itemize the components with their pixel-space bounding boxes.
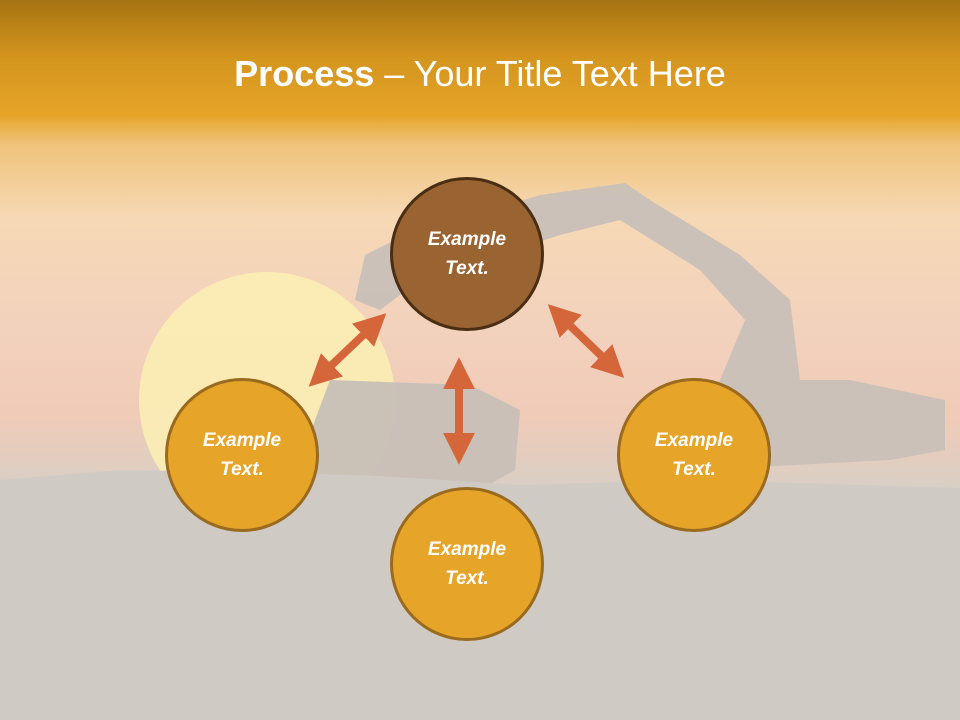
title-bold: Process [234,53,375,94]
process-node-top: Example Text. [390,177,544,331]
process-node-left: Example Text. [165,378,319,532]
slide-title: Process – Your Title Text Here [0,50,960,98]
node-label-line2: Text. [220,459,264,480]
node-label-line1: Example [427,539,507,560]
node-label-line2: Text. [672,459,716,480]
node-label-line1: Example [654,430,734,451]
arrow-top-right [547,304,625,378]
arrow-top-left [308,313,387,387]
node-label-line1: Example [202,430,282,451]
node-label-line1: Example [427,229,507,250]
node-label-line2: Text. [445,258,489,279]
title-rest: – Your Title Text Here [374,53,726,94]
process-node-right: Example Text. [617,378,771,532]
process-node-bottom: Example Text. [390,487,544,641]
node-label-line2: Text. [445,568,489,589]
